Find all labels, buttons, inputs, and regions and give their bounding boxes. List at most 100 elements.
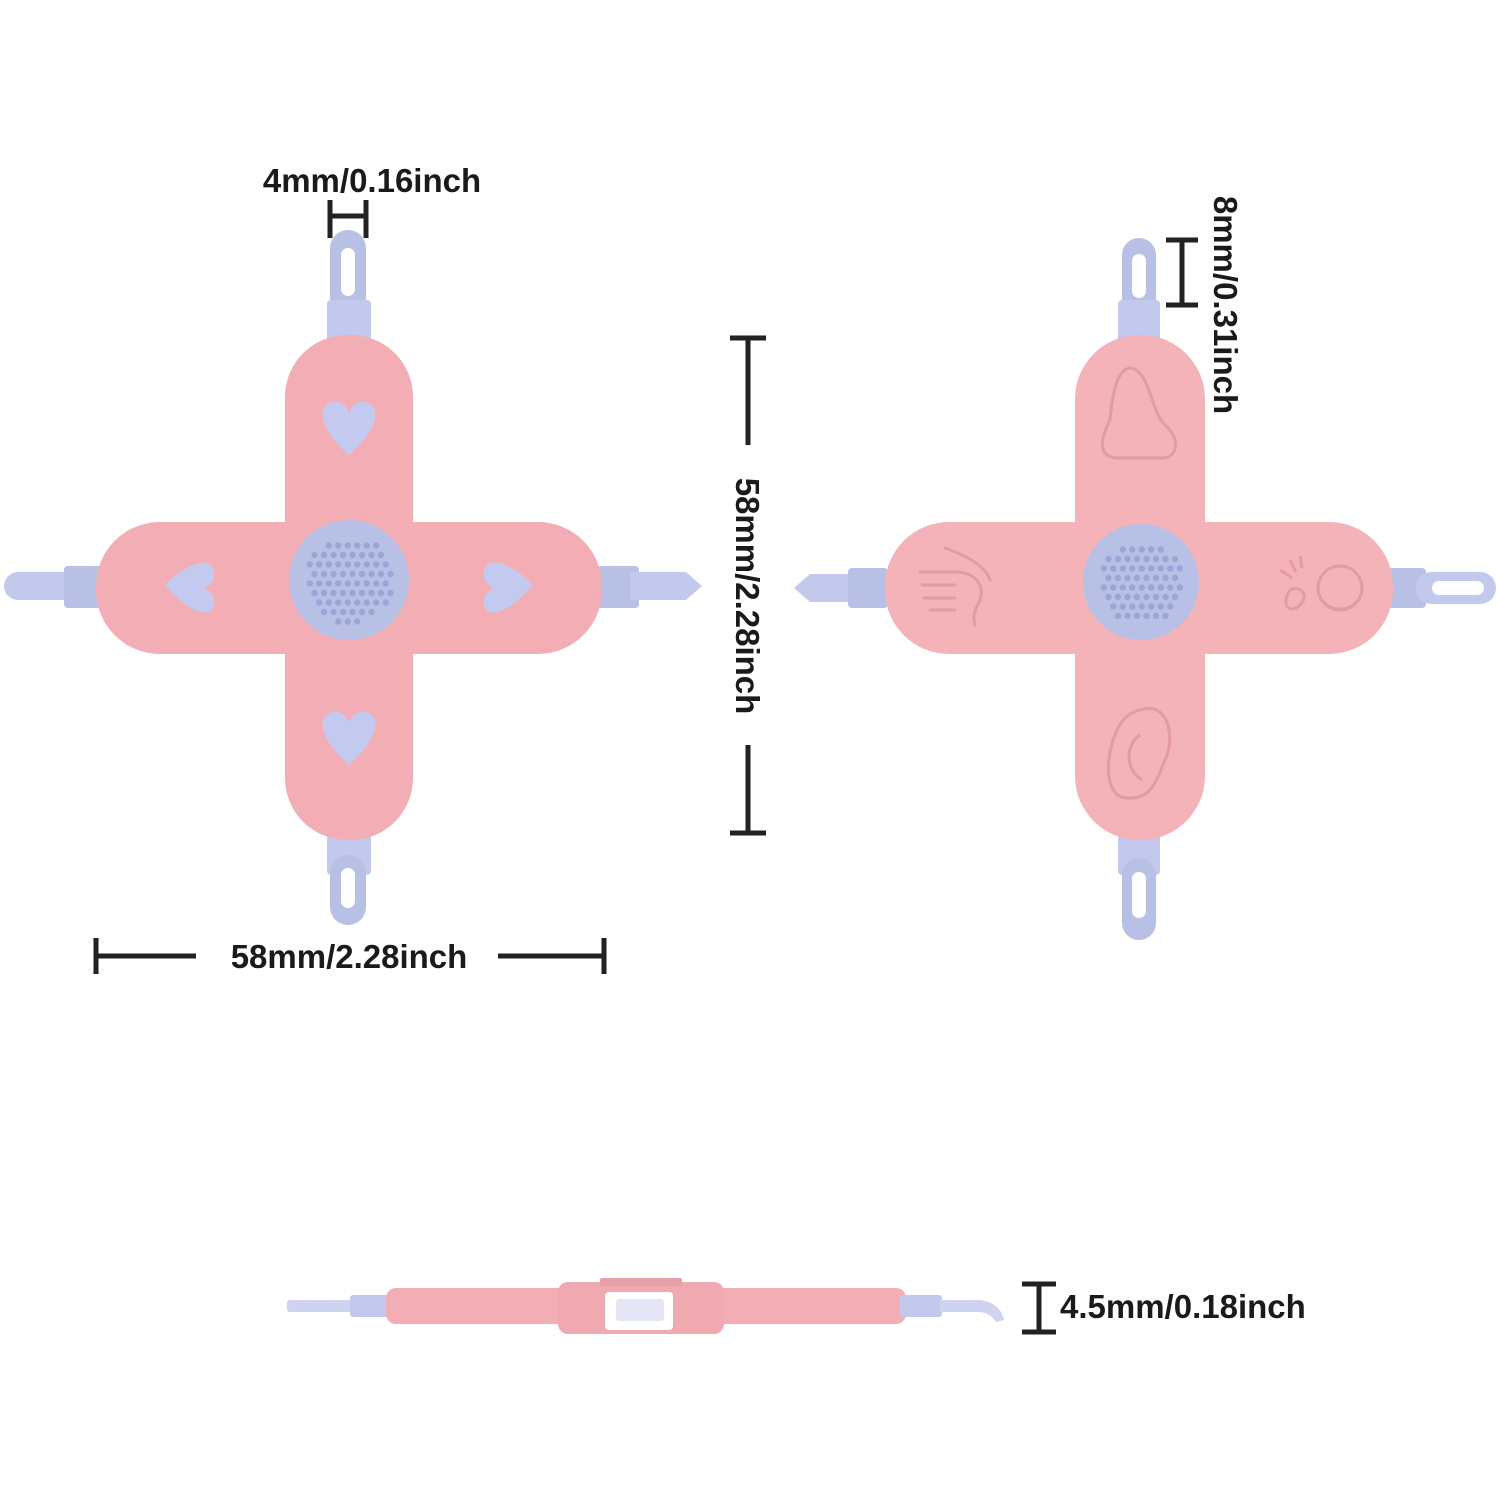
- front-massage-pad: [289, 520, 409, 640]
- massage-nub: [335, 542, 342, 549]
- massage-nub: [1138, 546, 1145, 553]
- total-width-label: 58mm/2.28inch: [231, 938, 468, 975]
- massage-nub: [368, 608, 375, 616]
- handle-width-label: 4mm/0.16inch: [263, 162, 481, 199]
- massage-nub: [1162, 593, 1169, 601]
- massage-nub: [363, 561, 370, 568]
- massage-nub: [1138, 584, 1145, 591]
- dimension-total-width: [93, 938, 607, 974]
- massage-nub: [363, 542, 370, 549]
- massage-nub: [1138, 565, 1145, 572]
- massage-nub: [1100, 584, 1107, 591]
- massage-nub: [358, 551, 366, 559]
- massage-nub: [330, 589, 337, 597]
- massage-nub: [349, 589, 356, 597]
- massage-nub: [1148, 565, 1155, 572]
- massage-nub: [1152, 593, 1160, 601]
- massage-nub: [320, 570, 328, 578]
- ear-icon: [1106, 706, 1172, 800]
- massage-nub: [1114, 593, 1122, 601]
- massage-nub: [387, 570, 394, 578]
- massage-nub: [306, 580, 313, 587]
- massage-nub: [339, 589, 347, 597]
- massage-nub: [1171, 574, 1179, 582]
- massage-nub: [1143, 612, 1150, 620]
- massage-nub: [358, 608, 366, 616]
- massage-nub: [1143, 574, 1150, 582]
- heart-icon: [165, 562, 215, 613]
- massage-nub: [363, 599, 370, 606]
- massage-nub: [1133, 574, 1141, 582]
- back-right-handle: [1386, 568, 1496, 608]
- massage-nub: [344, 580, 351, 587]
- massage-nub: [1119, 565, 1126, 572]
- massage-nub: [354, 618, 361, 625]
- nose-icon: [1100, 366, 1177, 460]
- massage-nub: [316, 599, 323, 606]
- massage-nub: [354, 542, 361, 549]
- massage-nub: [1105, 574, 1112, 582]
- massage-nub: [382, 599, 389, 606]
- massage-nub: [1129, 546, 1136, 553]
- massage-nub: [1119, 603, 1126, 610]
- massage-nub: [1129, 584, 1136, 591]
- massage-nub: [1176, 584, 1183, 591]
- massage-nub: [1138, 603, 1145, 610]
- massage-nub: [354, 561, 361, 568]
- massage-nub: [320, 608, 328, 616]
- massage-nub: [373, 561, 380, 568]
- massage-nub: [335, 618, 342, 625]
- dimension-total-height: [730, 335, 766, 836]
- massage-nub: [382, 580, 389, 587]
- front-top-handle: [327, 230, 371, 345]
- massage-nub: [311, 551, 318, 559]
- massage-nub: [1129, 603, 1136, 610]
- massage-nub: [325, 580, 332, 587]
- massage-nub: [358, 570, 366, 578]
- hand-icon: [918, 546, 992, 627]
- massage-nub: [1100, 565, 1107, 572]
- massage-nub: [330, 570, 337, 578]
- massage-nub: [1133, 612, 1141, 620]
- massage-nub: [368, 551, 375, 559]
- massage-nub: [1129, 565, 1136, 572]
- massage-nub: [1152, 555, 1160, 563]
- massage-nub: [1157, 565, 1164, 572]
- heart-icon: [322, 711, 376, 765]
- massage-nub: [1162, 555, 1169, 563]
- massage-nub: [330, 608, 337, 616]
- massage-nub: [363, 580, 370, 587]
- back-left-handle: [794, 568, 888, 608]
- massage-nub: [1152, 574, 1160, 582]
- massage-nub: [354, 599, 361, 606]
- massage-nub: [354, 580, 361, 587]
- massage-nub: [373, 580, 380, 587]
- heart-icon: [322, 401, 376, 455]
- massage-nub: [377, 589, 385, 597]
- massage-nub: [377, 551, 385, 559]
- massage-nub: [344, 599, 351, 606]
- side-view: [287, 1278, 1004, 1334]
- massage-nub: [1143, 555, 1150, 563]
- massage-nub: [335, 580, 342, 587]
- massage-nub: [1110, 603, 1117, 610]
- massage-nub: [1167, 584, 1174, 591]
- massage-nub: [1105, 593, 1112, 601]
- massage-nub: [1167, 603, 1174, 610]
- baby-face-icon: [1279, 555, 1364, 612]
- massage-nub: [349, 551, 356, 559]
- dimension-handle-width: [327, 200, 369, 238]
- massage-nub: [339, 551, 347, 559]
- massage-nub: [1133, 555, 1141, 563]
- massage-nub: [1162, 612, 1169, 620]
- massage-nub: [387, 589, 394, 597]
- massage-nub: [325, 599, 332, 606]
- massage-nub: [311, 570, 318, 578]
- total-height-label: 58mm/2.28inch: [729, 478, 766, 715]
- massage-nub: [344, 542, 351, 549]
- massage-nub: [382, 561, 389, 568]
- back-bottom-handle: [1118, 830, 1160, 940]
- massage-nub: [1124, 593, 1131, 601]
- massage-nub: [373, 542, 380, 549]
- massage-nub: [1148, 603, 1155, 610]
